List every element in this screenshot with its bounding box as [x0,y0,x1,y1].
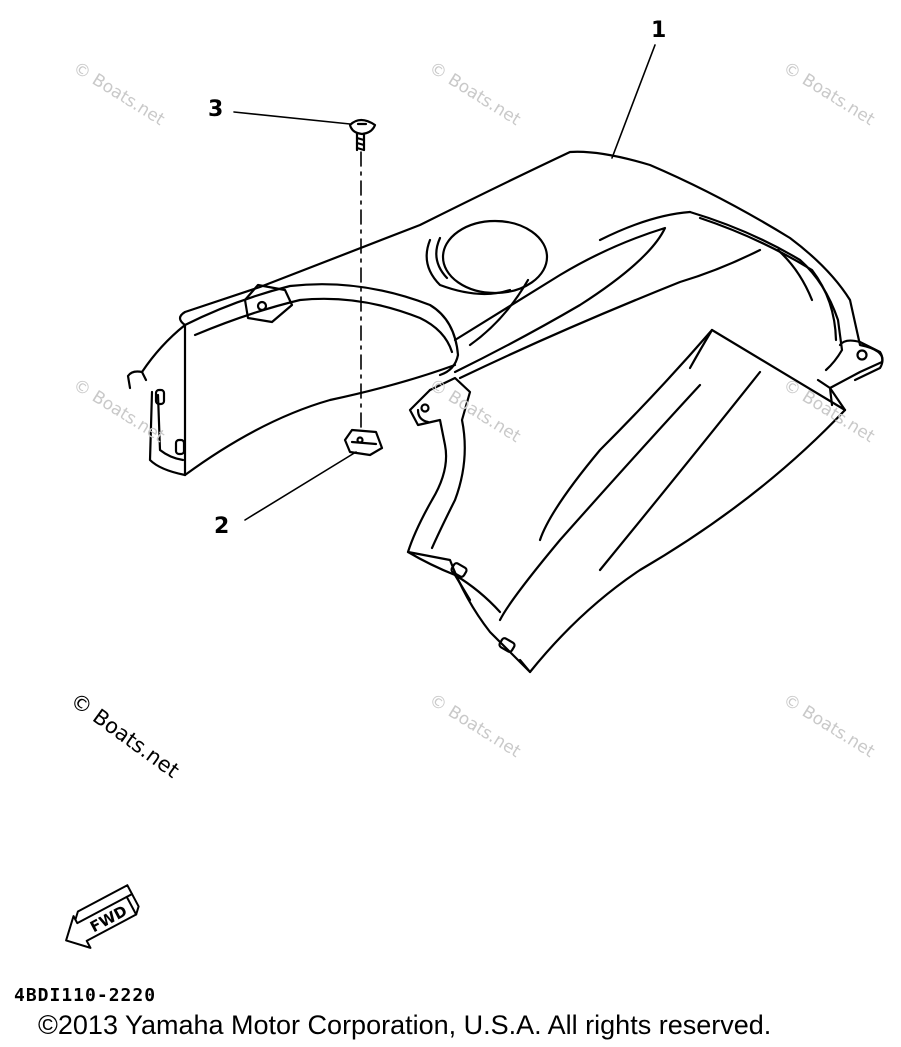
part-code: 4BDI110-2220 [14,985,157,1006]
screw-part [348,118,377,152]
forward-arrow-icon: FWD [65,884,140,949]
tank-cover-part [126,150,884,674]
leader-line-3 [233,111,351,125]
callout-3: 3 [208,97,224,122]
leader-line-2 [244,451,357,521]
callout-1: 1 [651,18,667,43]
clip-nut-part [343,428,384,457]
leader-line-1 [611,44,656,159]
copyright-notice: ©2013 Yamaha Motor Corporation, U.S.A. A… [38,1010,772,1040]
callout-2: 2 [214,514,230,539]
